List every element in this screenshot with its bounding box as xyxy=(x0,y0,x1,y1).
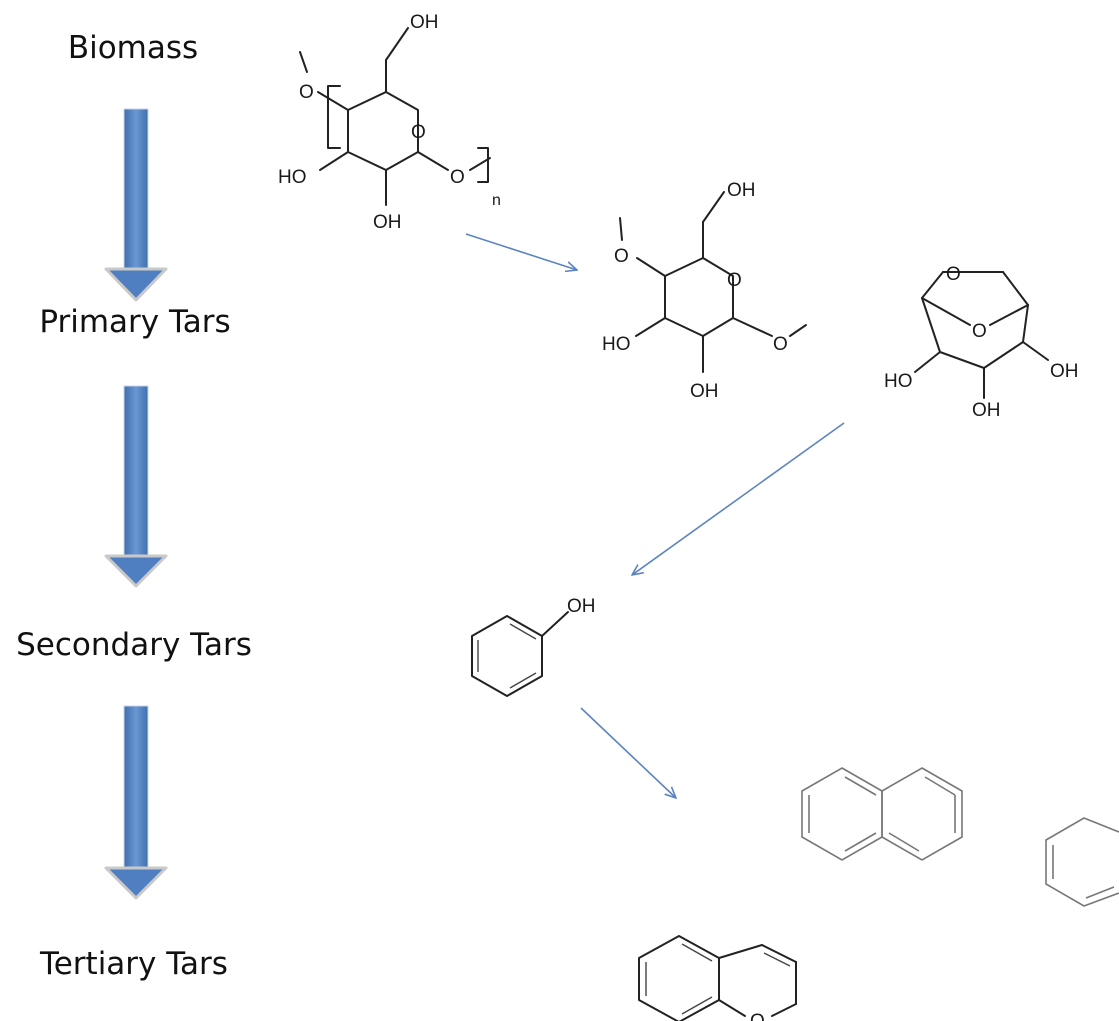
phenol-oh: OH xyxy=(567,596,596,617)
stage-label-secondary-tars: Secondary Tars xyxy=(16,627,252,663)
cellulose-o-link: O xyxy=(450,167,465,188)
levoglucosan-ho: HO xyxy=(884,371,913,392)
cellulose-o-ring: O xyxy=(411,122,426,143)
glucose-oh-top: OH xyxy=(727,180,756,201)
levoglucosan-oh-right: OH xyxy=(1050,361,1079,382)
naphthalene-structure xyxy=(801,767,963,861)
glucose-oh-bottom: OH xyxy=(690,381,719,402)
stage-arrow-secondary-to-tertiary xyxy=(104,705,168,900)
phenol-structure: OH xyxy=(471,596,596,697)
levoglucosan-oh-bottom: OH xyxy=(972,400,1001,421)
glucose-o-ring: O xyxy=(727,270,742,291)
levoglucosan-structure: O O HO OH OH xyxy=(884,264,1079,421)
levoglucosan-o-top: O xyxy=(946,264,961,285)
cellulose-ho: HO xyxy=(278,167,307,188)
reaction-arrow-phenol-to-pahs xyxy=(580,707,676,798)
cellulose-oh-top: OH xyxy=(410,12,439,33)
glucose-o-left: O xyxy=(614,246,629,267)
cellulose-structure: OH O O HO OH O n xyxy=(278,12,501,233)
cellulose-oh-bottom: OH xyxy=(373,212,402,233)
stage-arrow-biomass-to-primary xyxy=(104,108,168,302)
glucose-o-link: O xyxy=(773,334,788,355)
reaction-arrow-cellulose-to-glucose xyxy=(465,233,577,270)
reaction-arrow-levoglucosan-to-phenol xyxy=(632,422,845,575)
benzofuran-o: O xyxy=(750,1011,765,1021)
cellulose-o-left: O xyxy=(299,82,314,103)
benzene-structure-partial xyxy=(1045,817,1119,907)
stage-label-primary-tars: Primary Tars xyxy=(39,304,231,340)
glucose-unit-structure: OH O HO OH O O xyxy=(602,180,807,402)
cellulose-n: n xyxy=(492,192,501,209)
stage-label-biomass: Biomass xyxy=(67,30,199,66)
benzofuran-structure: O xyxy=(638,935,797,1021)
stage-label-tertiary-tars: Tertiary Tars xyxy=(40,946,228,982)
levoglucosan-o-bridge: O xyxy=(972,321,987,342)
stage-arrow-primary-to-secondary xyxy=(104,385,168,588)
glucose-ho: HO xyxy=(602,334,631,355)
